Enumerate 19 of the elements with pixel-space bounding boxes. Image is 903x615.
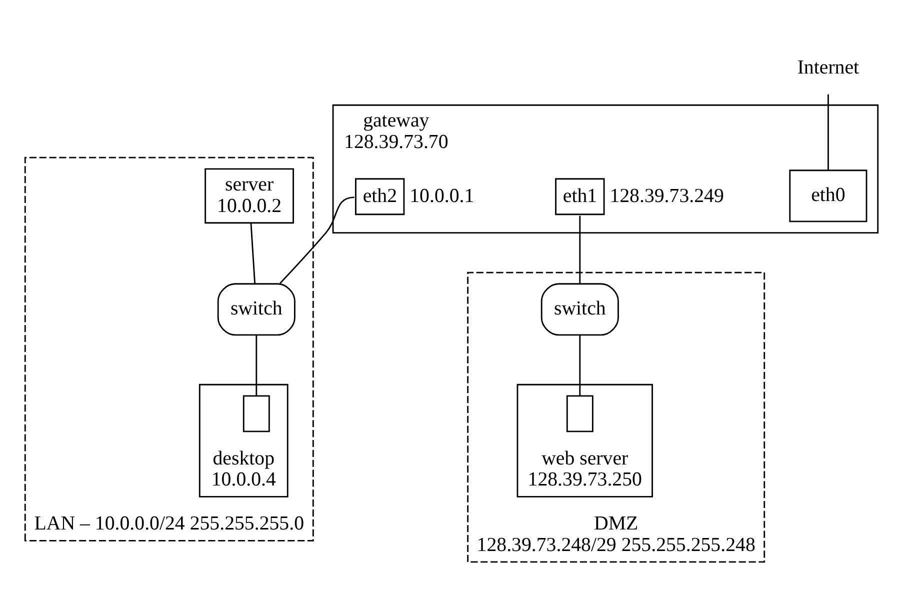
connector [256,334,258,396]
node-label: 10.0.0.1 [410,184,474,206]
connector [579,215,581,284]
node-box [242,394,270,432]
node-box: server 10.0.0.2 [204,168,294,224]
node-box [566,394,594,432]
cluster: desktop 10.0.0.4 [198,383,288,497]
connector [280,196,354,284]
node-label: 128.39.73.249 [610,184,724,206]
connector [250,222,256,284]
node-box: eth0 [789,169,868,222]
node-box: switch [217,282,296,336]
node-box: switch [540,282,619,336]
node-box: eth2 [355,178,405,215]
node-text: Internet [797,56,860,78]
node-box: eth1 [555,178,605,215]
connector [828,94,829,170]
cluster: web server 128.39.73.250 [516,383,653,497]
connector [579,334,581,396]
